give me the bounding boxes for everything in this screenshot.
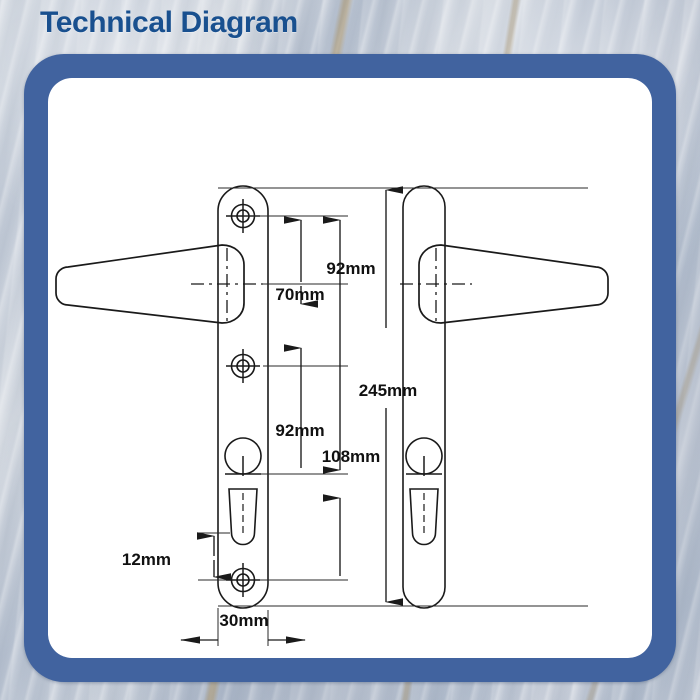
left-lever-profile [55,244,245,324]
right-lever-handle [418,244,609,324]
dim-label-92mm-top: 92mm [326,259,375,278]
dim-label-245mm: 245mm [359,381,418,400]
left-fixing-hole-bottom [226,563,260,597]
right-spindle-centreline [400,248,472,321]
dimension-labels: 70mm 92mm 92mm 108mm 245mm 12mm 30mm [122,259,417,630]
dim-label-92mm-low: 92mm [275,421,324,440]
left-plate-outline [217,185,269,609]
left-backplate [55,185,269,609]
drawing-geometry [55,185,609,646]
diagram-canvas: 70mm 92mm 92mm 108mm 245mm 12mm 30mm [48,78,652,658]
right-backplate [400,185,609,609]
left-euro-cylinder-keyhole [224,437,262,546]
extension-lines [198,187,588,646]
technical-drawing: 70mm 92mm 92mm 108mm 245mm 12mm 30mm [55,185,609,646]
left-lever-handle [55,244,245,324]
dim-label-12mm: 12mm [122,550,171,569]
right-plate-outline [402,185,446,609]
left-spindle-centreline [191,248,263,321]
dim-label-108mm: 108mm [322,447,381,466]
dim-label-70mm: 70mm [275,285,324,304]
page-title: Technical Diagram [40,6,298,39]
right-euro-cylinder-keyhole [405,437,443,546]
dim-label-30mm: 30mm [219,611,268,630]
dimension-lines [180,186,403,644]
right-lever-profile [418,244,609,324]
left-fixing-hole-middle [226,349,260,383]
